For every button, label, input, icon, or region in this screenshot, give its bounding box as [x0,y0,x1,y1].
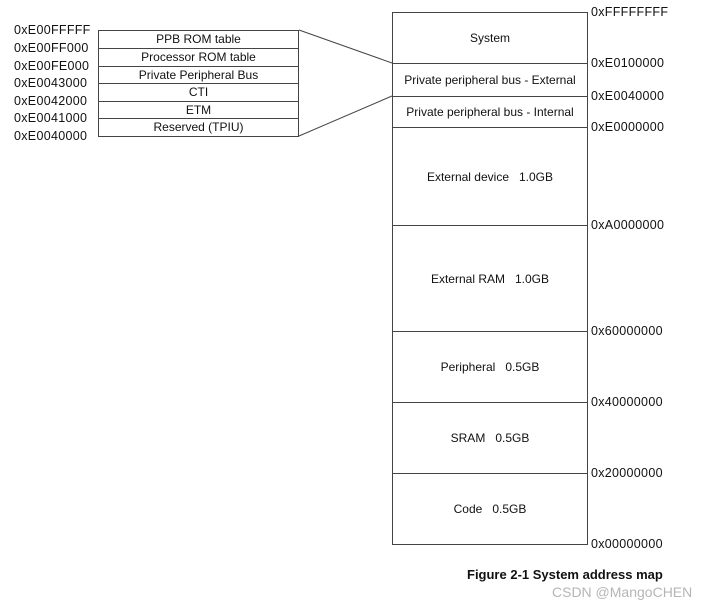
region-name: External RAM [430,271,505,286]
ppb-address-label: 0xE0041000 [14,111,88,125]
ppb-address-label: 0xE0040000 [14,129,88,143]
ppb-region: ETM [98,101,299,119]
region-size: 1.0GB [519,169,554,184]
region-external-ram: External RAM 1.0GB [392,225,588,332]
region-private-peripheral-bus-internal: Private peripheral bus - Internal [392,96,588,128]
address-label: 0xE0100000 [591,56,665,70]
address-label: 0x40000000 [591,395,663,409]
address-label: 0xA0000000 [591,218,665,232]
ppb-region: CTI [98,83,299,102]
figure-caption: Figure 2-1 System address map [467,567,663,582]
connector-line-bottom [298,95,393,137]
region-name: External device [426,169,509,184]
address-label: 0xFFFFFFFF [591,5,669,19]
ppb-address-label: 0xE00FF000 [14,41,89,55]
address-label: 0x60000000 [591,324,663,338]
address-label: 0x20000000 [591,466,663,480]
region-peripheral: Peripheral 0.5GB [392,331,588,403]
watermark: CSDN @MangoCHEN [552,584,693,600]
region-name: Private peripheral bus - External [404,73,576,87]
ppb-address-label: 0xE00FE000 [14,59,90,73]
region-external-device: External device 1.0GB [392,127,588,226]
region-name: System [469,31,510,45]
ppb-region: Reserved (TPIU) [98,118,299,137]
address-label: 0xE0000000 [591,120,665,134]
region-code: Code 0.5GB [392,473,588,545]
address-label: 0xE0040000 [591,89,665,103]
ppb-address-label: 0xE0042000 [14,94,88,108]
region-private-peripheral-bus-external: Private peripheral bus - External [392,63,588,97]
region-sram: SRAM 0.5GB [392,402,588,474]
region-name: Code [453,502,483,516]
region-size: 0.5GB [505,360,540,374]
ppb-region: Private Peripheral Bus [98,66,299,84]
ppb-address-label: 0xE0043000 [14,76,88,90]
region-name: Private peripheral bus - Internal [406,105,574,119]
region-size: 1.0GB [515,271,550,286]
ppb-region: Processor ROM table [98,48,299,67]
region-system: System [392,12,588,64]
connector-line-top [298,29,393,64]
ppb-region: PPB ROM table [98,30,299,49]
region-size: 0.5GB [495,431,530,445]
region-name: SRAM [450,431,486,445]
ppb-address-label: 0xE00FFFFF [14,23,91,37]
region-name: Peripheral [440,360,496,374]
address-label: 0x00000000 [591,537,663,551]
region-size: 0.5GB [492,502,527,516]
